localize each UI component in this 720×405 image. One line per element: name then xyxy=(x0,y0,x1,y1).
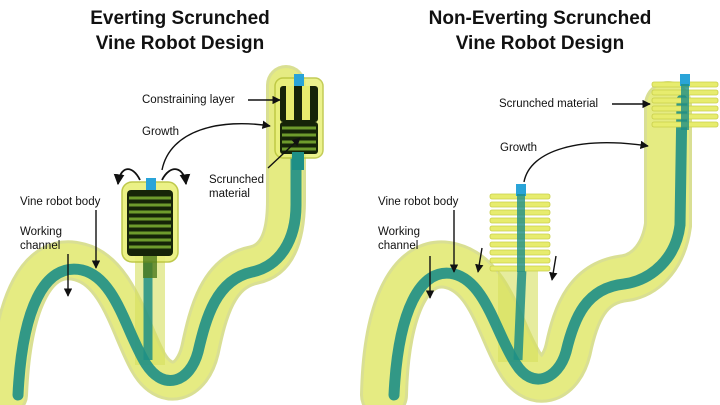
eversion-arrow-right xyxy=(161,168,191,186)
right-title-line2: Vine Robot Design xyxy=(455,33,625,54)
right-title-line1: Non-Everting Scrunched xyxy=(428,8,652,29)
label-growth-left: Growth xyxy=(142,126,180,138)
left-growth-arrow xyxy=(161,120,271,171)
left-title-line1: Everting Scrunched xyxy=(90,8,270,29)
eversion-arrow-left xyxy=(113,168,141,186)
right-robot xyxy=(360,74,719,405)
left-short-scrunch-ridges xyxy=(129,196,171,249)
scrunched-material-pointer-left xyxy=(267,137,301,169)
right-growth-arrow xyxy=(523,140,649,183)
label-scrunched-material-left: Scrunched material xyxy=(209,174,264,200)
left-title-line2: Vine Robot Design xyxy=(95,33,265,54)
constraining-layer-block xyxy=(280,86,318,122)
left-panel-title: Everting Scrunched Vine Robot Design xyxy=(0,6,360,56)
left-working-channel xyxy=(12,89,302,401)
right-downward-arrow-right xyxy=(549,255,558,281)
label-working-channel-right: Working channel xyxy=(378,226,420,252)
label-vine-body-right: Vine robot body xyxy=(378,196,459,208)
right-downward-arrow-left xyxy=(475,247,484,273)
right-panel-title: Non-Everting Scrunched Vine Robot Design xyxy=(360,6,720,56)
label-scrunched-material-right: Scrunched material xyxy=(499,98,599,110)
label-constraining-layer: Constraining layer xyxy=(142,94,235,106)
label-vine-body-left: Vine robot body xyxy=(20,196,101,208)
label-working-channel-left: Working channel xyxy=(20,226,62,252)
label-growth-right: Growth xyxy=(500,142,538,154)
left-robot xyxy=(0,65,324,405)
